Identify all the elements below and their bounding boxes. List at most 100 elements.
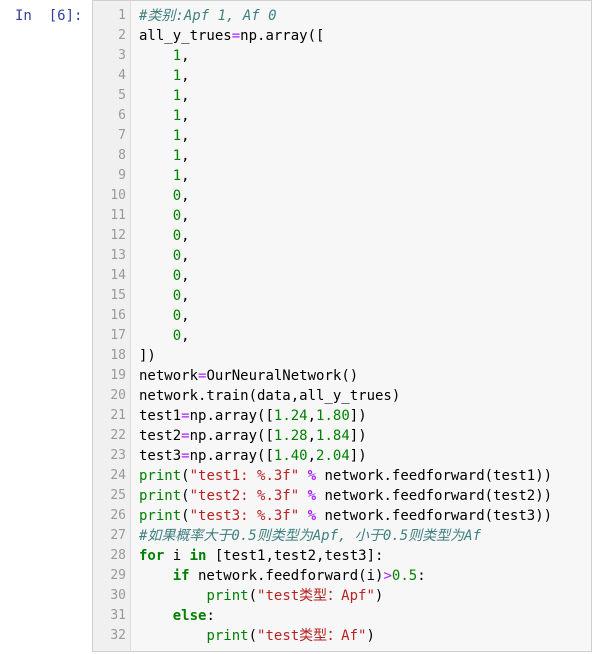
code-text: 1,	[139, 46, 190, 66]
code-line[interactable]: 4 1,	[93, 66, 591, 86]
code-token: 1.28	[273, 428, 308, 444]
code-line[interactable]: 7 1,	[93, 126, 591, 146]
code-text: network.train(data,all_y_trues)	[139, 386, 400, 406]
code-line[interactable]: 13 0,	[93, 246, 591, 266]
code-line[interactable]: 8 1,	[93, 146, 591, 166]
line-number: 27	[110, 528, 126, 543]
code-text: test1=np.array([1.24,1.80])	[139, 406, 367, 426]
code-token: 0	[172, 288, 182, 304]
line-number: 17	[110, 328, 126, 343]
code-line[interactable]: 10 0,	[93, 186, 591, 206]
code-line[interactable]: 27#如果概率大于0.5则类型为Apf, 小于0.5则类型为Af	[93, 526, 591, 546]
code-line[interactable]: 14 0,	[93, 266, 591, 286]
code-token: 0	[172, 188, 182, 204]
code-token: %	[307, 488, 317, 504]
code-line[interactable]: 1 #类别:Apf 1, Af 0	[93, 6, 591, 26]
code-token	[139, 128, 173, 144]
code-token: else	[172, 608, 207, 624]
line-number: 23	[110, 448, 126, 463]
code-token: network	[139, 368, 199, 384]
code-token: print	[139, 468, 182, 484]
code-token: [test1,test2,test3]:	[206, 548, 384, 564]
line-number: 8	[118, 148, 126, 163]
code-text: ])	[139, 346, 156, 366]
code-token: (	[248, 588, 258, 604]
code-line[interactable]: 29 if network.feedforward(i)>0.5:	[93, 566, 591, 586]
code-line[interactable]: 6 1,	[93, 106, 591, 126]
code-token: ])	[349, 408, 367, 424]
code-text: else:	[139, 606, 215, 626]
line-number: 1	[118, 8, 126, 23]
code-line[interactable]: 21 test1=np.array([1.24,1.80])	[93, 406, 591, 426]
code-line[interactable]: 5 1,	[93, 86, 591, 106]
code-line[interactable]: 17 0,	[93, 326, 591, 346]
line-number: 4	[118, 68, 126, 83]
line-number: 22	[110, 428, 126, 443]
code-token: >	[383, 568, 392, 584]
code-token	[139, 68, 173, 84]
cell-prompt: In [6]:	[15, 8, 83, 24]
line-number: 25	[110, 488, 126, 503]
code-line[interactable]: 9 1,	[93, 166, 591, 186]
code-line[interactable]: 30 print("test类型：Apf")	[93, 586, 591, 606]
code-text: 0,	[139, 306, 190, 326]
code-token: "test类型：Apf"	[257, 588, 375, 604]
line-number: 16	[110, 308, 126, 323]
line-number: 26	[110, 508, 126, 523]
code-token: 0	[172, 228, 182, 244]
code-token: =	[181, 408, 190, 424]
code-token: network.train(data,all_y_trues)	[139, 388, 401, 404]
code-text: test2=np.array([1.28,1.84])	[139, 426, 367, 446]
code-text: 0,	[139, 286, 190, 306]
code-token: 0.5	[391, 568, 418, 584]
code-text: network=OurNeuralNetwork()	[139, 366, 358, 386]
line-number: 21	[110, 408, 126, 423]
code-line[interactable]: 16 0,	[93, 306, 591, 326]
code-line[interactable]: 18])	[93, 346, 591, 366]
code-line[interactable]: 11 0,	[93, 206, 591, 226]
code-line[interactable]: 31 else:	[93, 606, 591, 626]
code-token: ,	[181, 108, 190, 124]
code-line[interactable]: 12 0,	[93, 226, 591, 246]
code-token: %	[307, 468, 317, 484]
code-token: =	[181, 448, 190, 464]
code-token: "test3: %.3f"	[189, 508, 300, 524]
code-text: 0,	[139, 246, 190, 266]
code-line[interactable]: 22 test2=np.array([1.28,1.84])	[93, 426, 591, 446]
code-line[interactable]: 3 1,	[93, 46, 591, 66]
code-text: 0,	[139, 326, 190, 346]
code-token: test2	[139, 428, 182, 444]
code-line[interactable]: 15 0,	[93, 286, 591, 306]
line-number: 15	[110, 288, 126, 303]
code-token: (	[181, 488, 190, 504]
code-text: 1,	[139, 126, 190, 146]
code-token	[139, 108, 173, 124]
code-token: network.feedforward(test1))	[316, 468, 553, 484]
code-token: ,	[181, 228, 190, 244]
code-token: =	[231, 28, 241, 44]
code-token: 1.80	[316, 408, 350, 424]
code-text: #类别:Apf 1, Af 0	[139, 6, 277, 26]
line-number: 3	[118, 48, 126, 63]
code-token: ,	[181, 208, 190, 224]
code-token	[139, 568, 173, 584]
code-text: 0,	[139, 186, 190, 206]
code-token: 1.40	[273, 448, 308, 464]
code-token: test1	[139, 408, 182, 424]
code-token: for	[139, 548, 165, 564]
code-token: ])	[349, 448, 367, 464]
code-token	[139, 628, 206, 644]
code-token: in	[189, 548, 207, 564]
code-line[interactable]: 32 print("test类型：Af")	[93, 626, 591, 646]
code-token	[299, 488, 307, 504]
